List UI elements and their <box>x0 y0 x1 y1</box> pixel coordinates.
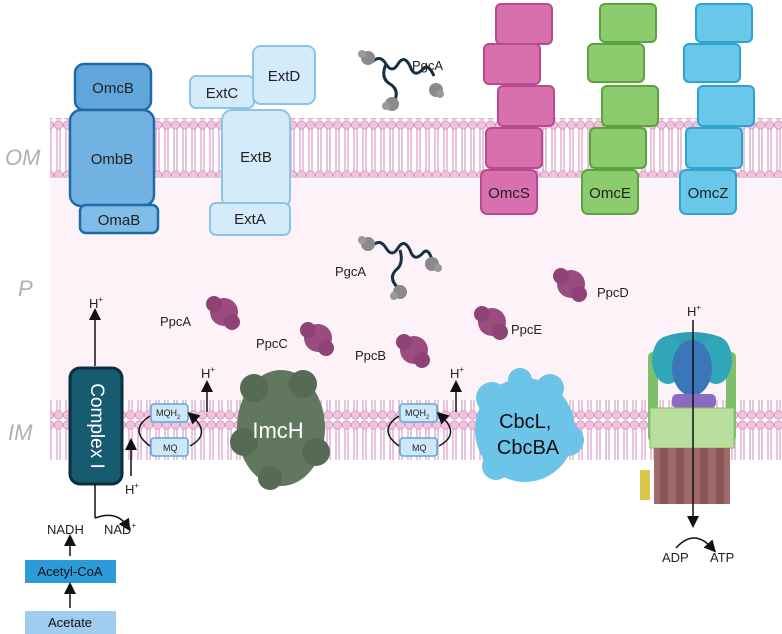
ppce-label: PpcE <box>511 322 542 337</box>
nadh-label: NADH <box>47 522 84 537</box>
outer-membrane <box>50 118 782 178</box>
ppce: PpcE <box>474 306 542 340</box>
extd-label: ExtD <box>268 68 301 85</box>
atp-label: ATP <box>710 550 734 565</box>
right-hplus-out-label: H+ <box>450 365 464 381</box>
ppcd-label: PpcD <box>597 285 629 300</box>
acetyl-coa-label: Acetyl-CoA <box>37 564 102 579</box>
pgca-periplasm: PgcA <box>335 236 442 300</box>
atp-synthase-hplus-label: H+ <box>687 303 701 319</box>
extc-label: ExtC <box>206 85 239 102</box>
exta-box <box>209 202 291 236</box>
ppca: PpcA <box>160 296 240 330</box>
imch-label: ImcH <box>252 418 303 443</box>
ext-complex: ExtC ExtD ExtB ExtA <box>189 45 316 236</box>
left-hplus-in-label: H+ <box>125 481 139 497</box>
acetate-box <box>25 611 116 634</box>
region-label-om: OM <box>5 145 41 170</box>
omce-filament: OmcE <box>581 3 659 215</box>
omb-complex: OmcB OmbB OmaB <box>68 62 160 235</box>
omcb-label: OmcB <box>92 80 134 97</box>
exta-label: ExtA <box>234 211 266 228</box>
omcz-label: OmcZ <box>688 185 729 202</box>
cbc-complex: CbcL, CbcBA <box>475 368 584 482</box>
atp-synthase: H+ ADP ATP <box>640 303 736 565</box>
mqh2-left-label: MQH2 <box>156 408 181 421</box>
extd-box <box>252 45 316 105</box>
adp-label: ADP <box>662 550 689 565</box>
complex-i-box <box>68 366 124 486</box>
imch: ImcH <box>230 370 330 490</box>
cbc-label: CbcL, CbcBA <box>497 411 560 459</box>
omab-label: OmaB <box>98 212 141 229</box>
omcz-filament: OmcZ <box>679 3 755 215</box>
complex-i-hplus-label: H+ <box>89 295 103 311</box>
complex-i: H+ Complex I <box>68 295 124 486</box>
omce-label: OmcE <box>589 185 631 202</box>
ppca-label: PpcA <box>160 314 191 329</box>
complex-i-label: Complex I <box>86 383 107 469</box>
ppcb: PpcB <box>355 334 430 368</box>
mq-left-label: MQ <box>163 443 178 453</box>
ppcc-label: PpcC <box>256 336 288 351</box>
ppcb-label: PpcB <box>355 348 386 363</box>
omcs-label: OmcS <box>488 185 530 202</box>
pgca-outer-label: PgcA <box>412 58 443 73</box>
extb-label: ExtB <box>240 149 272 166</box>
region-label-p: P <box>18 276 33 301</box>
mq-right-label: MQ <box>412 443 427 453</box>
ppcd: PpcD <box>553 268 629 302</box>
quinone-cycle-left: MQH2 MQ H+ H+ <box>125 365 215 497</box>
acetate-label: Acetate <box>48 615 92 630</box>
mqh2-right-label: MQH2 <box>405 408 430 421</box>
pgca-outer: PgcA <box>358 50 444 111</box>
left-hplus-out-label: H+ <box>201 365 215 381</box>
omcs-filament: OmcS <box>480 3 555 215</box>
ombb-label: OmbB <box>91 151 134 168</box>
ppcc: PpcC <box>256 322 334 356</box>
nad-label: NAD+ <box>104 521 136 537</box>
metabolism-chain: NADH NAD+ Acetyl-CoA Acetate <box>25 484 136 634</box>
pgca-periplasm-label: PgcA <box>335 264 366 279</box>
acetyl-coa-box <box>25 560 116 583</box>
omab-box <box>78 203 160 235</box>
quinone-cycle-right: MQH2 MQ H+ <box>387 365 464 457</box>
region-label-im: IM <box>8 420 33 445</box>
